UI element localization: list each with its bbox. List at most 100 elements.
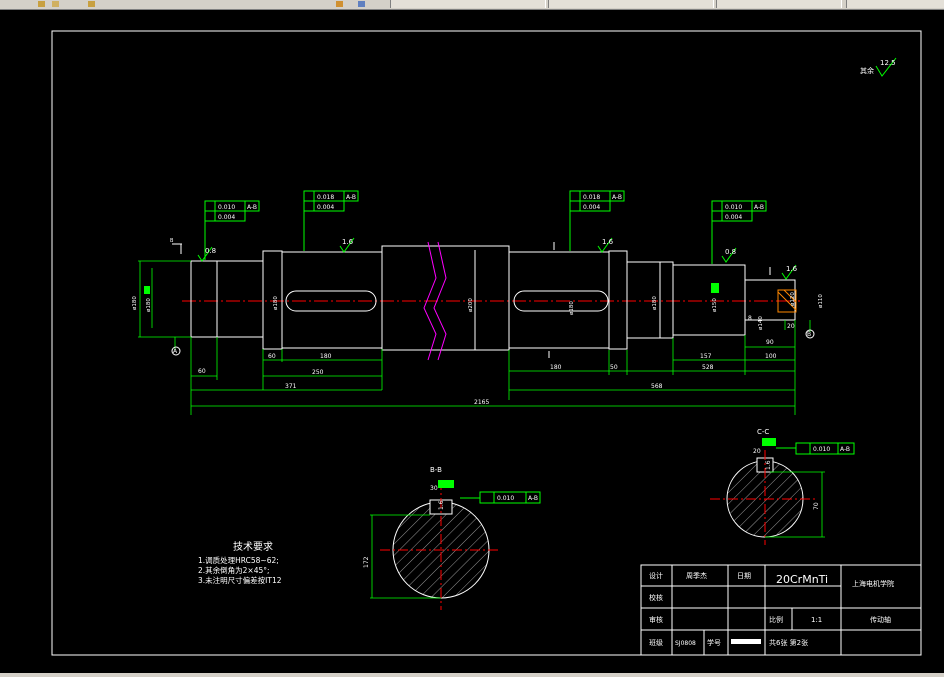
cad-drawing-canvas[interactable]: 其余 12.5 — [0, 10, 944, 675]
class-number: SJ0808 — [675, 640, 696, 647]
sheet-count: 共6张 第2张 — [769, 638, 808, 647]
tech-line: 2.其余倒角为2×45°; — [198, 565, 270, 575]
svg-text:B-B: B-B — [430, 466, 442, 474]
tolerance-frame: 0.018 A-B 0.004 — [569, 190, 625, 251]
ratio-label: 比例 — [769, 615, 783, 624]
svg-text:A-B: A-B — [528, 495, 538, 502]
svg-text:0.004: 0.004 — [218, 214, 235, 221]
svg-text:0.010: 0.010 — [813, 446, 830, 453]
check-label: 校核 — [649, 593, 663, 602]
roughness-value: 1.6 — [602, 238, 614, 246]
roughness-symbol — [781, 264, 797, 280]
tolerance-frame: 0.010 A-B 0.004 — [711, 200, 767, 264]
toolbar-dropdown[interactable] — [548, 0, 714, 8]
svg-text:A-B: A-B — [247, 204, 257, 211]
svg-text:0.018: 0.018 — [583, 194, 600, 201]
layer-icon[interactable] — [336, 1, 343, 7]
break-line — [423, 241, 437, 361]
design-label: 设计 — [649, 571, 663, 580]
roughness-symbol — [875, 57, 897, 77]
dim-180: 180 — [550, 364, 562, 371]
roughness-symbol — [597, 237, 613, 253]
dim-60: 60 — [268, 353, 276, 360]
title-block: 设计 周季杰 日期 20CrMnTi 上海电机学院 校核 比例 1:1 传动轴 … — [640, 564, 922, 656]
ratio-value: 1:1 — [811, 616, 822, 624]
svg-text:172: 172 — [363, 556, 370, 568]
section-marker: B — [170, 238, 174, 244]
svg-text:0.010: 0.010 — [497, 495, 514, 502]
school-name: 上海电机学院 — [852, 579, 894, 588]
roughness-value: 0.8 — [205, 247, 216, 255]
dim-8: 8 — [748, 315, 752, 322]
toolbar-dropdown[interactable] — [390, 0, 546, 8]
svg-text:A-B: A-B — [612, 194, 622, 201]
dim-20: 20 — [787, 323, 795, 330]
dia-label: ø180 — [569, 301, 575, 315]
svg-text:0.010: 0.010 — [218, 204, 235, 211]
class-label: 班级 — [649, 638, 663, 647]
dim-2165: 2165 — [474, 399, 489, 406]
svg-text:70: 70 — [813, 502, 820, 510]
toolbar-dropdown[interactable] — [846, 0, 944, 8]
svg-text:0.018: 0.018 — [317, 194, 334, 201]
roughness-value: 1.6 — [786, 265, 798, 273]
review-label: 审核 — [649, 615, 663, 624]
dim-180: 180 — [320, 353, 332, 360]
section-bb: B-B 172 30 1.6 0.010 A-B — [363, 466, 541, 610]
dim-568: 568 — [651, 383, 663, 390]
toolbar-tool-icon[interactable] — [52, 1, 59, 7]
dim-157: 157 — [700, 353, 712, 360]
technical-requirements: 技术要求 1.调质处理HRC58~62; 2.其余倒角为2×45°; 3.未注明… — [198, 540, 282, 585]
dia-label: ø180 — [652, 296, 658, 310]
roughness-value: 0.8 — [725, 248, 736, 256]
datum-b: B — [807, 331, 811, 338]
dimension-lines — [138, 260, 811, 415]
app-toolbar — [0, 0, 944, 10]
svg-text:0.010: 0.010 — [725, 204, 742, 211]
dim-100: 100 — [765, 353, 777, 360]
svg-text:C-C: C-C — [757, 428, 769, 436]
dia-label: ø150 — [712, 298, 718, 312]
svg-text:1.6: 1.6 — [765, 460, 772, 470]
dim-250: 250 — [312, 369, 324, 376]
svg-text:A-B: A-B — [346, 194, 356, 201]
drawing-border — [51, 30, 922, 656]
dia-label: ø180 — [132, 296, 138, 310]
section-cc: C-C 70 20 1.6 0.010 A-B — [710, 428, 855, 545]
datum-b-marker — [805, 329, 815, 339]
tech-title: 技术要求 — [233, 540, 273, 553]
status-bar — [0, 673, 944, 677]
datum-a-marker — [171, 346, 181, 356]
layer-icon[interactable] — [358, 1, 365, 7]
toolbar-tool-icon[interactable] — [88, 1, 95, 7]
datum-a: A — [173, 348, 178, 355]
dia-label: ø200 — [468, 298, 474, 312]
shaft-outline — [190, 245, 796, 351]
roughness-symbol — [197, 246, 213, 262]
dia-label: ø180 — [146, 298, 152, 312]
svg-text:30: 30 — [430, 485, 438, 492]
break-line — [433, 241, 447, 361]
designer-name: 周季杰 — [686, 571, 707, 580]
part-name: 传动轴 — [870, 615, 891, 624]
dim-50: 50 — [610, 364, 618, 371]
dim-528: 528 — [702, 364, 714, 371]
svg-text:0.004: 0.004 — [583, 204, 600, 211]
id-label: 学号 — [707, 638, 721, 647]
roughness-symbol — [721, 247, 737, 263]
roughness-symbol — [339, 237, 355, 253]
svg-text:A-B: A-B — [754, 204, 764, 211]
date-label: 日期 — [737, 572, 751, 580]
roughness-value: 1.6 — [342, 238, 354, 246]
tech-line: 3.未注明尺寸偏差按IT12 — [198, 575, 282, 585]
tolerance-frame: 0.010 A-B 0.004 — [204, 200, 260, 260]
toolbar-tool-icon[interactable] — [38, 1, 45, 7]
material: 20CrMnTi — [776, 573, 828, 586]
dia-label: ø180 — [273, 296, 279, 310]
thread-end — [777, 289, 797, 313]
dim-60: 60 — [198, 368, 206, 375]
tech-line: 1.调质处理HRC58~62; — [198, 555, 279, 565]
dim-90: 90 — [766, 339, 774, 346]
svg-text:20: 20 — [753, 448, 761, 455]
toolbar-dropdown[interactable] — [716, 0, 842, 8]
